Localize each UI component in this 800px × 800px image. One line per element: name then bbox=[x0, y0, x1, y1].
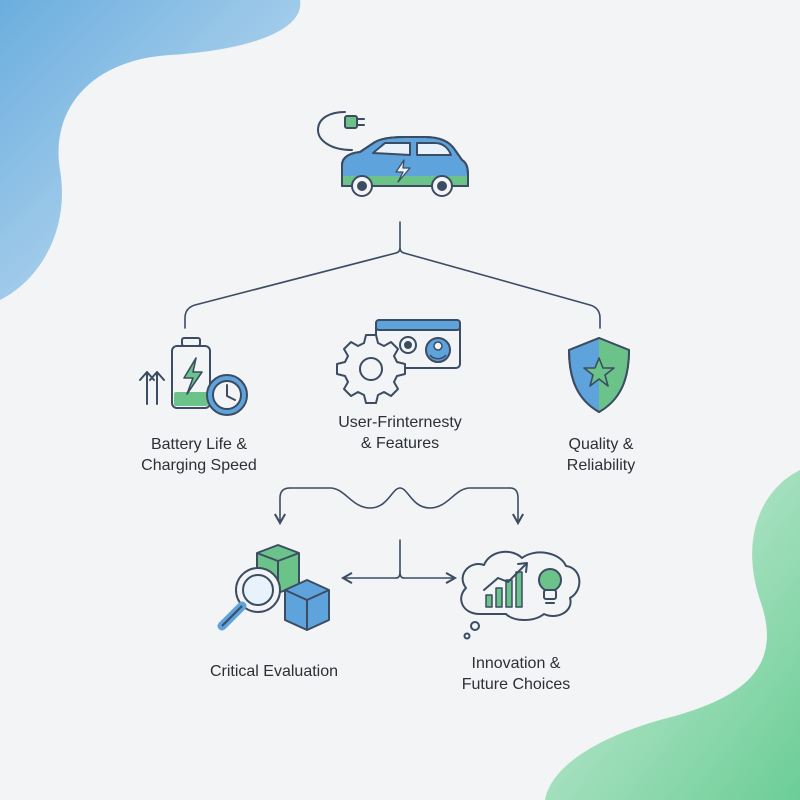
node-battery-line1: Battery Life & bbox=[150, 436, 248, 453]
root-stem-right bbox=[399, 247, 405, 254]
background-blob-green bbox=[545, 470, 800, 800]
node-features-line1: User-Frinternesty bbox=[338, 414, 462, 431]
wave-connector bbox=[289, 487, 511, 509]
arrow-down-left bbox=[273, 487, 291, 526]
center-fork bbox=[395, 571, 405, 579]
battery-clock-icon bbox=[139, 337, 248, 416]
thought-chart-bulb-icon bbox=[460, 550, 581, 640]
magnifier-boxes-icon bbox=[217, 544, 330, 631]
arrow-down-right bbox=[509, 487, 525, 526]
electric-car-icon bbox=[317, 111, 469, 197]
up-arrow-icon bbox=[139, 371, 165, 405]
branch-left bbox=[184, 252, 397, 329]
node-battery-label: Battery Life & Charging Speed bbox=[141, 434, 257, 476]
node-features-label: User-Frinternesty & Features bbox=[338, 412, 462, 454]
node-quality-line1: Quality & bbox=[568, 436, 634, 453]
gear-screen-icon bbox=[336, 319, 461, 404]
background-blob-blue bbox=[0, 0, 301, 300]
node-evaluation-line1: Critical Evaluation bbox=[209, 663, 339, 680]
node-evaluation-label: Critical Evaluation bbox=[210, 661, 338, 682]
connectors bbox=[184, 221, 601, 585]
node-features-line2: & Features bbox=[360, 435, 440, 452]
node-innovation-line1: Innovation & bbox=[471, 655, 561, 672]
node-quality-line2: Reliability bbox=[566, 457, 636, 474]
branch-right bbox=[403, 252, 601, 329]
shield-star-icon bbox=[568, 337, 630, 413]
node-quality-label: Quality & Reliability bbox=[567, 434, 635, 476]
node-innovation-line2: Future Choices bbox=[461, 676, 571, 693]
node-innovation-label: Innovation & Future Choices bbox=[462, 653, 571, 695]
node-battery-line2: Charging Speed bbox=[141, 457, 257, 474]
